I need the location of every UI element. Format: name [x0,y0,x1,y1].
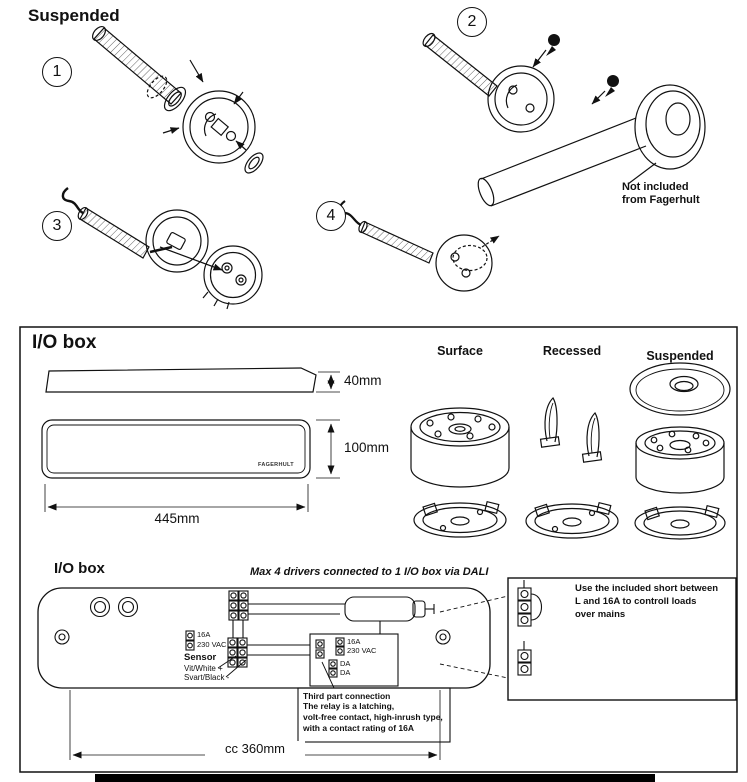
cable [61,187,84,215]
relay-note-title: Third part connection [303,691,391,701]
sensor-label: Sensor [184,652,217,663]
mounting-plate [525,503,619,539]
fixing-hole [435,629,451,645]
mounting-header-surface: Surface [437,344,483,358]
mains-amp-label: 16A [197,630,211,639]
decorative-ring [634,84,706,170]
relay-volt-label: 230 VAC [347,646,377,655]
iobox-section-title: I/O box [32,332,97,353]
step4-drawing [338,200,500,292]
pendant-rod [93,27,182,105]
iobox-side-view [45,367,317,393]
assembled-sensor [435,234,493,292]
step-4-badge: 4 [316,201,346,231]
spring-clip [586,412,600,458]
iobox-section-art [19,326,738,773]
depth-dimension: 40mm [344,373,382,388]
step-2-number: 2 [467,13,477,30]
relay-note-box [297,687,451,743]
step3-drawing [61,187,263,310]
short-jumper-note: Use the included short between L and 16A… [575,583,719,620]
detail-box [507,577,737,701]
wiring-diagram-art [37,587,509,760]
dali-da-label-1: DA [340,659,351,668]
step-1-badge: 1 [42,57,72,87]
fixing-hole [54,629,70,645]
screw-2 [605,75,619,97]
sensor-wire-positive: Vit/White + [184,664,223,673]
cc-dimension: cc 360mm [205,741,305,756]
rod-end-cap [91,25,107,42]
step-3-number: 3 [52,217,62,234]
ceiling-cup [487,65,555,133]
recessed-mount-art [525,397,619,539]
step-1-number: 1 [52,63,62,80]
step2-drawing [422,32,706,207]
sensor-disc [202,245,263,310]
terminal-block-a [228,590,249,621]
spring-clip [544,397,558,443]
cable-gland [117,596,139,618]
ceiling-cup-ring [629,362,731,416]
ceiling-cup [182,90,256,164]
iobox-pcb [37,587,491,689]
step-2-badge: 2 [457,7,487,37]
mains-volt-label: 230 VAC [197,640,227,649]
relay-terminals [315,637,345,678]
short-note-box-art [507,577,737,701]
page-edge-bar [95,774,655,782]
sensor-wire-negative: Svart/Black - [184,673,230,682]
mounting-header-recessed: Recessed [542,344,602,358]
height-dimension: 100mm [344,440,390,455]
mounting-plate [634,506,726,540]
step-3-badge: 3 [42,211,72,241]
relay-amp-label: 16A [347,637,361,646]
step1-exploded-drawing [91,25,264,174]
section-border [19,326,738,773]
jumper-short [530,593,543,621]
mains-terminal-icons [185,630,195,651]
dali-driver [344,596,435,622]
wiring-section-title: I/O box [54,560,105,577]
dali-da-label-2: DA [340,668,351,677]
iobox-front-view [41,419,311,479]
brand-logo-text: FAGERHULT [258,462,294,468]
screw-1 [546,34,560,56]
mains-terminal-detail [517,580,543,627]
cable-gland [89,596,111,618]
pendant-tube [480,117,637,180]
mounting-header-suspended: Suspended [646,349,714,363]
surface-mount-art [410,407,510,538]
terminal-block-b [227,637,248,668]
load-terminal-detail [517,641,532,676]
step-4-number: 4 [326,207,336,224]
not-included-note: Not included from Fagerhult [622,181,700,207]
suspended-mount-art [629,362,731,540]
pendant-rod [360,221,434,264]
relay-note-body: The relay is a latching, volt-free conta… [303,701,443,734]
relay-module [309,633,399,687]
mounting-plate [413,502,507,538]
pendant-rod [79,207,150,259]
dali-limit-note: Max 4 drivers connected to 1 I/O box via… [250,566,489,578]
ceiling-cup [145,209,209,273]
pendant-rod [424,34,498,97]
suspended-section-title: Suspended [28,6,120,25]
width-dimension: 445mm [154,511,200,526]
leader-line [627,162,657,185]
